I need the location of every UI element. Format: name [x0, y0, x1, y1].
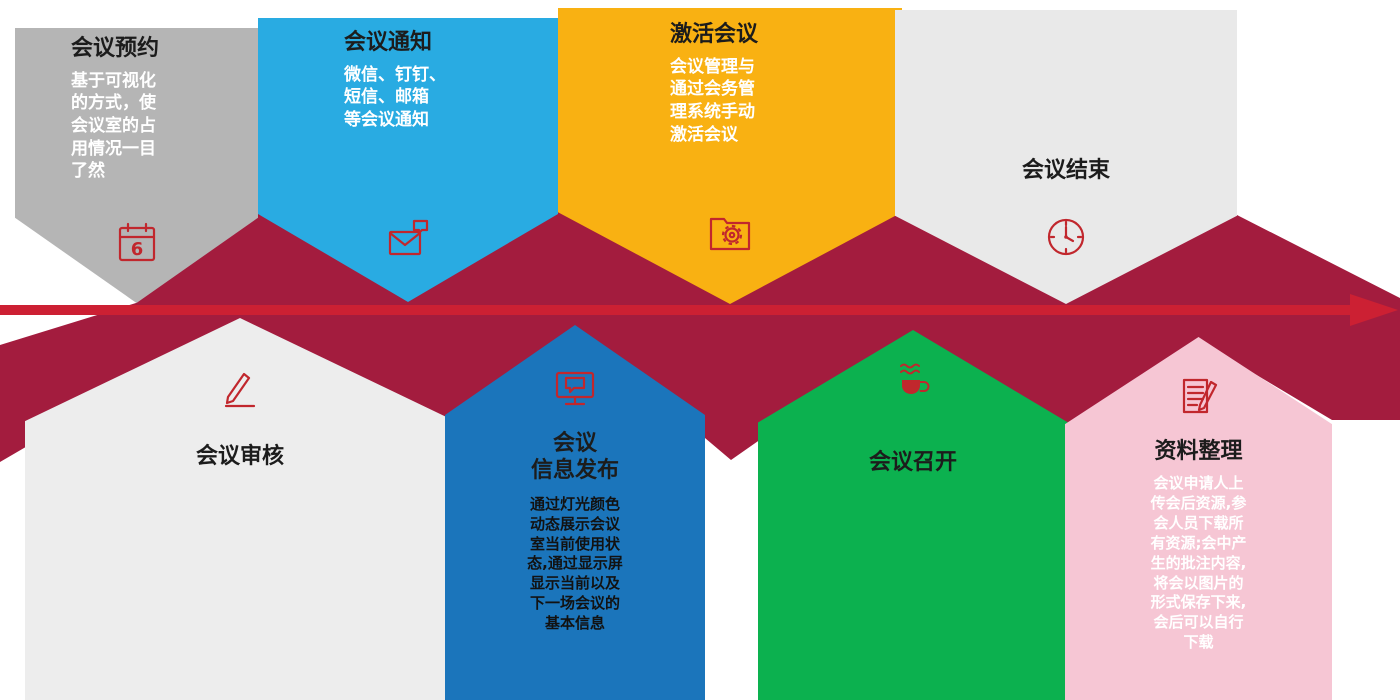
stage-title: 会议审核 — [195, 444, 284, 469]
stage-desc: 微信、钉钉、 短信、邮箱 等会议通知 — [344, 64, 446, 131]
monitor-chat-icon — [551, 365, 599, 413]
stage-title: 会议 信息发布 — [530, 431, 619, 483]
stage-title: 激活会议 — [670, 22, 759, 47]
stage-meeting-held: 会议召开 — [758, 330, 1068, 700]
folder-gear-icon — [706, 208, 754, 256]
calendar-icon: 6 — [113, 219, 161, 267]
stage-material-organizing: 资料整理 会议申请人上 传会后资源,参 会人员下载所 有资源;会中产 生的批注内… — [1065, 337, 1332, 700]
coffee-cup-icon — [889, 360, 937, 408]
ribbon-band — [0, 207, 1400, 462]
stage-title: 会议结束 — [1021, 158, 1110, 183]
stage-desc: 会议申请人上 传会后资源,参 会人员下载所 有资源;会中产 生的批注内容, 将会… — [1150, 473, 1247, 652]
stage-info-publishing: 会议 信息发布 通过灯光颜色 动态展示会议 室当前使用状 态,通过显示屏 显示当… — [445, 325, 705, 700]
mail-icon — [384, 216, 432, 264]
stage-title: 会议召开 — [868, 450, 957, 475]
stage-title: 会议通知 — [344, 30, 433, 55]
timeline-arrow-head — [1350, 294, 1398, 326]
stage-desc: 会议管理与 通过会务管 理系统手动 激活会议 — [670, 56, 755, 145]
stage-desc: 基于可视化 的方式，使 会议室的占 用情况一目 了然 — [71, 70, 156, 182]
stage-title: 会议预约 — [71, 36, 160, 61]
timeline-arrow-shaft — [0, 305, 1356, 315]
doc-pen-icon — [1175, 373, 1223, 421]
pen-icon — [216, 362, 264, 410]
calendar-day-number: 6 — [130, 239, 143, 260]
stage-title: 资料整理 — [1154, 439, 1243, 464]
stage-desc: 通过灯光颜色 动态展示会议 室当前使用状 态,通过显示屏 显示当前以及 下一场会… — [527, 494, 623, 633]
clock-icon — [1042, 213, 1090, 261]
